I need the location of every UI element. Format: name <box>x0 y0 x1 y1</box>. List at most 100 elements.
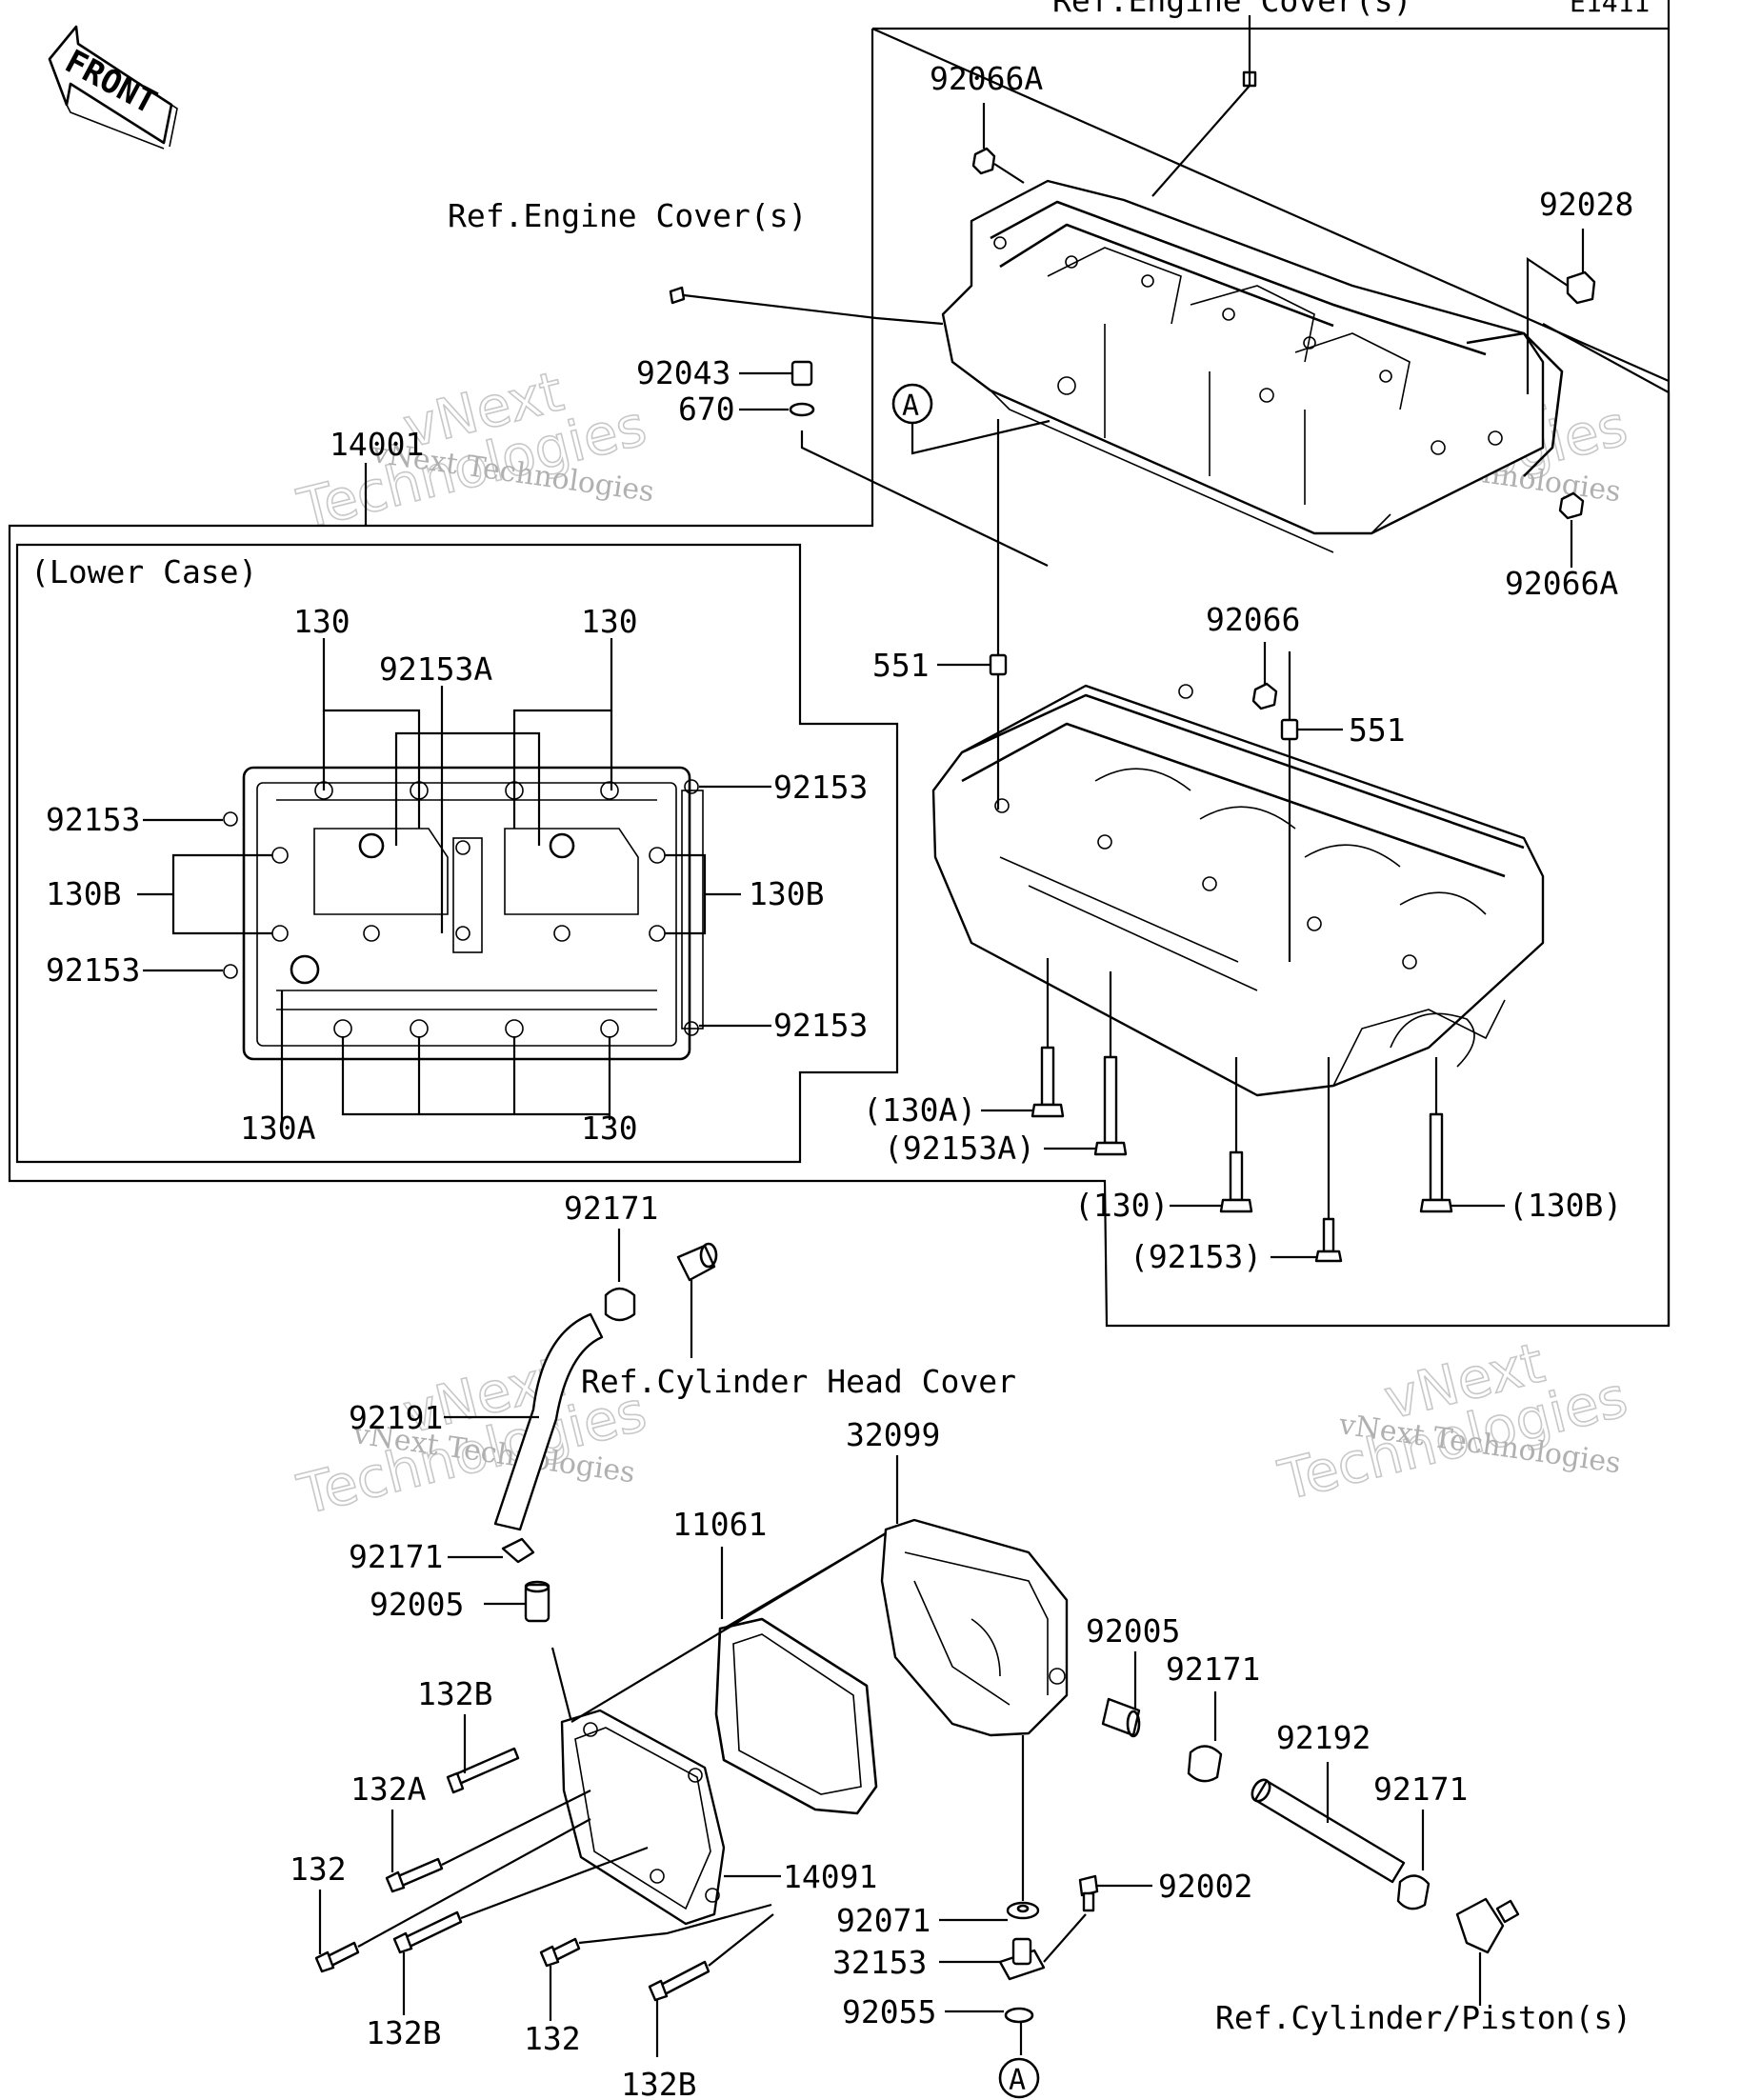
label-92191: 92191 <box>349 1399 443 1436</box>
lower-crankcase <box>931 684 1545 1097</box>
bolt-130b <box>1419 1057 1505 1213</box>
label-132b-a: 132B <box>417 1675 492 1712</box>
ref-engine-cover-left-label: Ref.Engine Cover(s) <box>448 197 808 234</box>
bolt-92153 <box>1271 1057 1343 1263</box>
label-32153: 32153 <box>832 1944 927 1981</box>
label-92153a-ref: (92153A) <box>884 1130 1035 1167</box>
label-14091: 14091 <box>783 1858 877 1895</box>
upper-crankcase <box>941 179 1564 553</box>
ref-cylinder-head-label: Ref.Cylinder Head Cover <box>581 1363 1016 1400</box>
part-551-left <box>937 419 1008 810</box>
washer-92071 <box>939 1901 1040 1922</box>
label-92171-mid: 92171 <box>349 1538 443 1575</box>
label-551-left: 551 <box>872 647 930 684</box>
cover-14091 <box>560 1532 887 1926</box>
label-132a: 132A <box>350 1770 427 1808</box>
svg-text:A: A <box>1009 2064 1026 2097</box>
label-92028: 92028 <box>1539 186 1633 223</box>
label-132-a: 132 <box>290 1850 347 1888</box>
label-92055: 92055 <box>842 1993 936 2030</box>
label-32099: 32099 <box>846 1416 940 1453</box>
clamp-92171-right <box>1187 1691 1223 1783</box>
clamp-92171-mid <box>448 1537 535 1564</box>
label-92043: 92043 <box>636 354 730 391</box>
label-670: 670 <box>678 390 735 428</box>
part-92028 <box>1526 229 1596 394</box>
label-inset-130a: 130A <box>240 1110 316 1147</box>
oil-pan-32099 <box>880 1455 1069 1737</box>
label-92071: 92071 <box>836 1902 931 1939</box>
label-92153-ref: (92153) <box>1130 1238 1262 1275</box>
label-132-b: 132 <box>524 2020 581 2057</box>
bolt-130 <box>1170 1057 1253 1213</box>
marker-a-lower: A <box>998 2057 1040 2099</box>
label-inset-130-tr: 130 <box>581 603 638 640</box>
label-551-right: 551 <box>1349 711 1406 749</box>
front-arrow-icon: FRONT <box>48 25 178 150</box>
marker-a-upper: A <box>891 383 1051 455</box>
label-92002: 92002 <box>1158 1868 1252 1905</box>
part-92066 <box>1251 642 1278 710</box>
bolt-132b-a <box>446 1714 520 1794</box>
gasket-11061 <box>714 1532 887 1815</box>
label-inset-92153-rt: 92153 <box>773 769 868 806</box>
ref-cylinder-head-pipe <box>676 1242 718 1358</box>
label-inset-92153a: 92153A <box>379 650 492 688</box>
part-92043 <box>739 360 813 387</box>
label-92005-right: 92005 <box>1086 1612 1180 1650</box>
label-92005-left: 92005 <box>370 1586 464 1623</box>
part-670-oring <box>739 402 1049 567</box>
fitting-92005-left <box>484 1580 573 1723</box>
label-inset-92153-lb: 92153 <box>46 951 140 989</box>
bolt-132-a <box>314 1818 591 1973</box>
clamp-92171-top <box>604 1229 636 1322</box>
dowel-engine-cover-top <box>1151 15 1257 197</box>
label-inset-92153-lt: 92153 <box>46 801 140 838</box>
bolt-132a <box>385 1790 591 1893</box>
elbow-fitting <box>1455 1897 1520 2006</box>
label-132b-b: 132B <box>366 2014 441 2051</box>
label-92171-far: 92171 <box>1373 1770 1468 1808</box>
label-92171-right: 92171 <box>1166 1650 1260 1688</box>
label-92066a-right: 92066A <box>1505 565 1618 602</box>
diagram-code: E1411 <box>1570 0 1650 18</box>
label-92192: 92192 <box>1276 1719 1371 1756</box>
bolt-92153a <box>1044 971 1128 1156</box>
watermark-right-lower: vNext Technologies vNext Technologies <box>1271 1330 1634 1514</box>
inset-lower-case-drawing <box>223 766 704 1061</box>
label-inset-130b-l: 130B <box>46 875 121 912</box>
label-92171-top: 92171 <box>564 1190 658 1227</box>
ref-cylinder-piston-label: Ref.Cylinder/Piston(s) <box>1215 1999 1631 2036</box>
label-132b-c: 132B <box>621 2066 696 2100</box>
part-92066a-top <box>971 103 1025 184</box>
label-inset-130b-r: 130B <box>749 875 824 912</box>
label-inset-130-tl: 130 <box>293 603 350 640</box>
clamp-92171-far <box>1396 1810 1431 1910</box>
bolt-92002 <box>1078 1874 1152 1912</box>
fitting-92005-right <box>1101 1651 1141 1738</box>
label-92066a-top: 92066A <box>930 60 1043 97</box>
inset-leaders <box>137 638 771 1120</box>
hose-92191 <box>444 1312 604 1531</box>
frame-lines <box>8 0 1671 1328</box>
label-inset-92153-rb: 92153 <box>773 1007 868 1044</box>
bolt-132b-b <box>392 1846 649 2015</box>
oring-92055 <box>945 2007 1034 2055</box>
label-11061: 11061 <box>672 1506 767 1543</box>
oil-strainer-32153 <box>939 1913 1087 1981</box>
part-92066a-right <box>1558 491 1585 568</box>
label-14001: 14001 <box>330 426 424 463</box>
part-551-right <box>1280 651 1343 962</box>
bolt-130a <box>981 958 1065 1118</box>
inset-title: (Lower Case) <box>30 553 257 590</box>
ref-engine-cover-top-label: Ref.Engine Cover(s) <box>1052 0 1412 19</box>
bolt-132b-c <box>648 1913 774 2057</box>
label-130-ref: (130) <box>1074 1187 1169 1224</box>
label-inset-130-b: 130 <box>581 1110 638 1147</box>
label-92066: 92066 <box>1206 601 1300 638</box>
bolt-132-b <box>539 1903 772 2021</box>
pipe-92192 <box>1251 1762 1406 1884</box>
svg-text:A: A <box>902 390 919 423</box>
label-130b-ref: (130B) <box>1509 1187 1622 1224</box>
